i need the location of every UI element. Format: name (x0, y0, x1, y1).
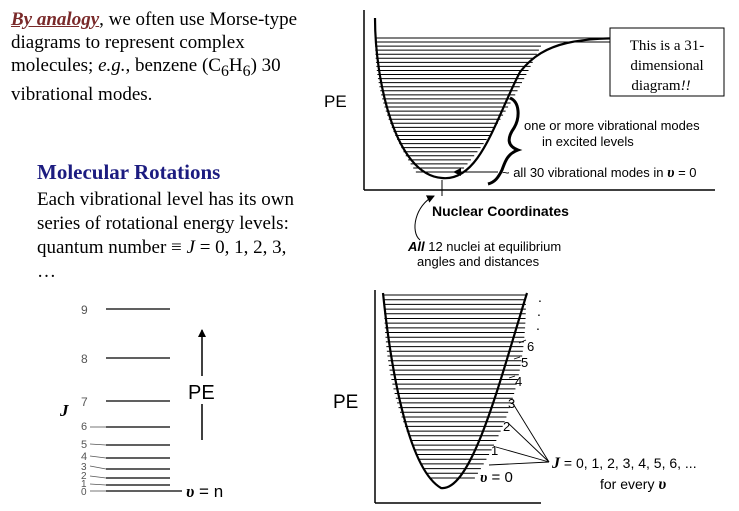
j-symbol: J (186, 237, 195, 258)
for-every-v: υ (658, 476, 666, 493)
well-dot-3: . (536, 317, 540, 333)
rot-pointer-5 (89, 443, 107, 446)
rotations-body-text: Each vibrational level has its own serie… (37, 189, 294, 258)
intro-paragraph: By analogy, we often use Morse-type diag… (11, 8, 311, 106)
molecular-rotations-heading: Molecular Rotations (37, 160, 221, 184)
rot-label-5: 5 (81, 439, 87, 451)
rot-pe-label: PE (188, 382, 215, 404)
rot-label-8: 8 (81, 352, 88, 366)
callout-line-3: diagram!! (631, 78, 690, 94)
equilibrium-label-line-2: angles and distances (417, 254, 540, 269)
intro-text-2: , benzene (C (125, 55, 221, 76)
well-level-label-2: 2 (503, 419, 510, 434)
j-pointer-line-a (511, 401, 550, 463)
subscript-6a: 6 (220, 62, 229, 80)
rot-pointer-2 (89, 475, 107, 479)
morse-pe-label: PE (324, 92, 347, 111)
morse-level-lines (375, 37, 640, 173)
intro-text-3: H (228, 55, 243, 76)
morse-potential-curve (373, 17, 641, 180)
well-pe-label: PE (333, 392, 358, 413)
rot-label-7: 7 (81, 395, 88, 409)
well-level-label-4: 4 (515, 374, 522, 389)
rot-label-3: 3 (81, 462, 87, 473)
rot-label-4: 4 (81, 451, 87, 463)
rot-label-9: 9 (81, 303, 88, 317)
for-every-text: for every (600, 476, 658, 492)
well-label-line-6 (518, 339, 527, 344)
well-level-label-3: 3 (508, 396, 515, 411)
rot-v-text: = n (194, 482, 223, 501)
rot-v-symbol: υ (186, 482, 194, 501)
by-analogy-text: By analogy (11, 9, 100, 30)
ground-label-suffix: = 0 (674, 165, 696, 180)
rot-label-0: 0 (81, 487, 87, 498)
callout-suffix: !! (681, 78, 691, 94)
rot-label-6: 6 (81, 421, 87, 433)
well-dot-1: . (538, 289, 542, 305)
callout-line-1: This is a 31- (630, 38, 705, 54)
well-label-line-5 (513, 356, 521, 360)
subscript-6b: 6 (242, 62, 251, 80)
rot-pointer-1 (89, 483, 107, 486)
all-text: All (407, 239, 425, 254)
intro-text-4: ) 30 vibrational modes. (11, 55, 281, 105)
well-v0-text: = 0 (487, 469, 512, 486)
well-label-line-4 (508, 375, 516, 379)
well-level-lines (384, 294, 526, 479)
excited-levels-brace (487, 96, 523, 186)
j-pointer-line-d (488, 461, 550, 466)
well-level-label-1: 1 (491, 443, 498, 458)
well-v0-label: υ = 0 (480, 469, 513, 486)
j-values-symbol: J (551, 455, 561, 472)
callout-diagram-word: diagram (631, 78, 680, 94)
callout-line-2: dimensional (630, 58, 703, 74)
j-pointer-line-b (507, 422, 550, 463)
equilibrium-pointer (414, 195, 435, 241)
rot-pointer-3 (89, 465, 107, 470)
rot-label-1: 1 (81, 479, 87, 490)
for-every-label: for every υ (600, 476, 666, 493)
eg-text: e.g. (98, 55, 126, 76)
well-level-label-6: 6 (527, 339, 534, 354)
rotational-levels-diagram: 9 8 7 6 5 4 3 2 1 0 J PE υ = n (59, 303, 223, 501)
potential-well-diagram: PE . . . 6 5 4 3 2 1 υ = 0 J = 0, 1, 2, … (333, 289, 697, 504)
equilibrium-label-line-1: All 12 nuclei at equilibrium (407, 239, 561, 254)
rot-j-axis-label: J (59, 401, 69, 420)
nuclear-coordinates-label: Nuclear Coordinates (432, 203, 569, 219)
rot-pointer-4 (89, 455, 107, 459)
well-v0-symbol: υ (480, 470, 487, 486)
j-values-text: = 0, 1, 2, 3, … (37, 237, 287, 282)
intro-text-1: , we often use Morse-type diagrams to re… (11, 9, 297, 76)
rot-label-2: 2 (81, 471, 87, 482)
well-potential-curve (381, 292, 529, 490)
well-dot-2: . (537, 303, 541, 319)
rotations-paragraph: Each vibrational level has its own serie… (37, 188, 297, 284)
ground-label-prefix: ~ all 30 vibrational modes in (502, 165, 667, 180)
j-values-numbers: = 0, 1, 2, 3, 4, 5, 6, ... (560, 455, 697, 471)
excited-label-line-1: one or more vibrational modes (524, 118, 700, 133)
j-pointer-line-c (495, 446, 550, 463)
excited-label-line-2: in excited levels (542, 134, 634, 149)
well-level-label-5: 5 (521, 355, 528, 370)
eq-text-1: 12 nuclei at equilibrium (425, 239, 562, 254)
morse-diagram: PE This is a 31- dimensional diagram!! o… (324, 10, 725, 269)
rot-v-label: υ = n (186, 482, 223, 501)
j-values-label: J = 0, 1, 2, 3, 4, 5, 6, ... (551, 455, 697, 472)
ground-state-label: ~ all 30 vibrational modes in υ = 0 (502, 165, 697, 181)
ground-label-v: υ (667, 165, 674, 181)
dimension-callout-box (609, 27, 725, 97)
